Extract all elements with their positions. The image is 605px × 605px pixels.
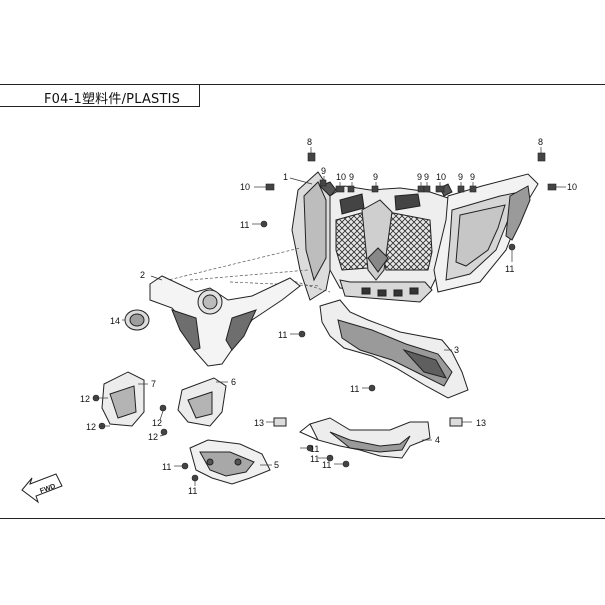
callout-label: 11 [240,220,249,230]
callout-label: 11 [278,330,287,340]
callout-label: 2 [140,270,145,280]
callout-label: 10 [240,182,250,192]
callout-label: 14 [110,316,120,326]
bolt-9-7 [469,185,477,193]
callout-label: 10 [567,182,577,192]
bolt-8-left [307,152,316,162]
leader-lines [93,147,566,486]
bolt-8-right [537,152,546,162]
clip-10-4 [547,183,557,191]
callout-label: 9 [458,172,463,182]
callout-label: 10 [336,172,346,182]
callout-label: 1 [283,172,288,182]
callout-label: 12 [152,418,162,428]
callout-label: 7 [151,379,156,389]
part-4-lower-bracket [299,417,431,459]
callout-label: 6 [231,377,236,387]
top-rule [0,84,605,85]
bolt-9-4 [417,185,425,193]
callout-label: 4 [435,435,440,445]
callout-label: 11 [188,486,197,496]
callout-label: 11 [505,264,514,274]
callout-label: 9 [373,172,378,182]
callout-labels: 8 8 1 9 9 9 9 9 9 9 10 10 10 10 11 11 11… [80,137,577,496]
callout-label: 11 [322,460,331,470]
callout-label: 9 [321,166,326,176]
bolt-9-1 [319,179,327,187]
callout-label: 3 [454,345,459,355]
callout-label: 9 [470,172,475,182]
fwd-arrow-icon: FWD [21,473,63,504]
callout-label: 11 [310,444,319,454]
callout-label: 9 [417,172,422,182]
part-2-nose-panel [149,275,301,367]
assembly-lines [159,247,331,293]
page-title: F04-1塑料件/PLASTIS [44,92,181,107]
part-14-cap [124,309,150,331]
callout-label: 13 [254,418,264,428]
part-7-side-bracket [101,371,145,427]
callout-label: 9 [349,172,354,182]
callout-label: 12 [148,432,158,442]
callout-label: 10 [436,172,446,182]
callout-label: 13 [476,418,486,428]
clip-10-1 [265,183,275,191]
bolt-9-6 [457,185,465,193]
bolt-9-3 [371,185,379,193]
callout-label: 5 [274,460,279,470]
callout-label: 8 [538,137,543,147]
clip-10-3 [435,185,445,193]
title-box [0,84,200,107]
callout-label: 11 [310,454,319,464]
part-1-front-fascia [291,171,539,303]
bottom-rule [0,518,605,519]
callout-label: 12 [80,394,90,404]
part-5-bottom-shroud [189,439,271,485]
part-13-clips [273,417,463,427]
callout-label: 8 [307,137,312,147]
callout-label: 11 [350,384,359,394]
callout-label: 12 [86,422,96,432]
part-3-inner-duct [319,299,469,399]
clip-10-2 [335,185,345,193]
bolt-9-5 [423,185,431,193]
bolt-9-2 [347,185,355,193]
callout-label: 11 [162,462,171,472]
part-6-side-bracket [177,377,227,427]
callout-label: 9 [424,172,429,182]
